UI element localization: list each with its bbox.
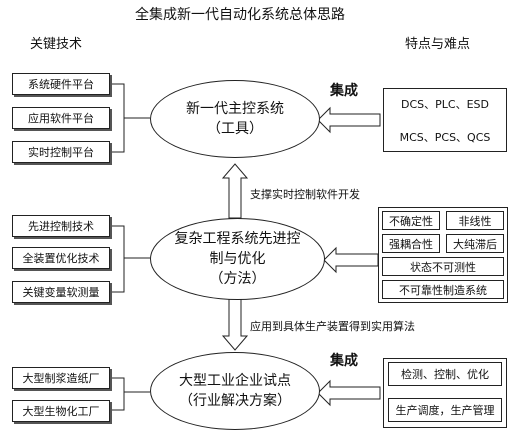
- ellipse-industrial-pilot-line2: （行业解决方案）: [179, 393, 291, 409]
- integration-label-bottom: 集成: [330, 353, 358, 369]
- mid-right-box-unobservable: 状态不可测性: [382, 257, 504, 276]
- left-box-pulp-paper: 大型制浆造纸厂: [12, 367, 110, 389]
- integration-label-top: 集成: [330, 83, 358, 99]
- mid-right-box-unreliable: 不可靠性制造系统: [382, 280, 504, 299]
- left-box-software-platform: 应用软件平台: [12, 107, 110, 129]
- vertical-arrows: [221, 163, 249, 351]
- arrow-label-support: 支撑实时控制软件开发: [250, 188, 360, 201]
- ellipse-advanced-control-line2: 制与优化: [209, 251, 266, 267]
- right-arrows: [317, 106, 381, 407]
- mid-right-box-delay: 大纯滞后: [446, 234, 504, 253]
- ellipse-advanced-control: 复杂工程系统先进控 制与优化 （方法）: [150, 218, 325, 300]
- ellipse-advanced-control-line3: （方法）: [209, 271, 266, 287]
- left-header: 关键技术: [30, 37, 83, 52]
- ellipse-industrial-pilot-line1: 大型工业企业试点: [179, 373, 291, 389]
- diagram-title: 全集成新一代自动化系统总体思路: [135, 7, 345, 23]
- right-header: 特点与难点: [405, 37, 471, 52]
- left-box-advanced-control: 先进控制技术: [12, 215, 110, 237]
- ellipse-control-system-line1: 新一代主控系统: [186, 101, 284, 117]
- left-box-biochemical: 大型生物化工厂: [12, 400, 110, 422]
- left-box-realtime-platform: 实时控制平台: [12, 141, 110, 163]
- top-right-box-mcs: MCS、PCS、QCS: [390, 126, 500, 148]
- ellipse-advanced-control-line1: 复杂工程系统先进控: [174, 231, 301, 247]
- mid-right-box-coupling: 强耦合性: [382, 234, 440, 253]
- top-right-box-dcs: DCS、PLC、ESD: [390, 93, 500, 115]
- ellipse-control-system: 新一代主控系统 （工具）: [150, 80, 320, 158]
- bottom-right-box-scheduling: 生产调度，生产管理: [388, 398, 502, 422]
- ellipse-control-system-line2: （工具）: [207, 121, 263, 137]
- left-brackets: [112, 83, 150, 411]
- left-box-plant-optimization: 全装置优化技术: [12, 247, 110, 269]
- arrow-label-apply: 应用到具体生产装置得到实用算法: [250, 320, 415, 333]
- ellipse-industrial-pilot: 大型工业企业试点 （行业解决方案）: [150, 352, 320, 430]
- mid-right-box-uncertainty: 不确定性: [382, 211, 440, 230]
- left-box-hardware-platform: 系统硬件平台: [12, 73, 110, 95]
- bottom-right-box-control: 检测、控制、优化: [388, 362, 502, 386]
- left-box-soft-sensing: 关键变量软测量: [12, 281, 110, 303]
- mid-right-box-nonlinearity: 非线性: [446, 211, 504, 230]
